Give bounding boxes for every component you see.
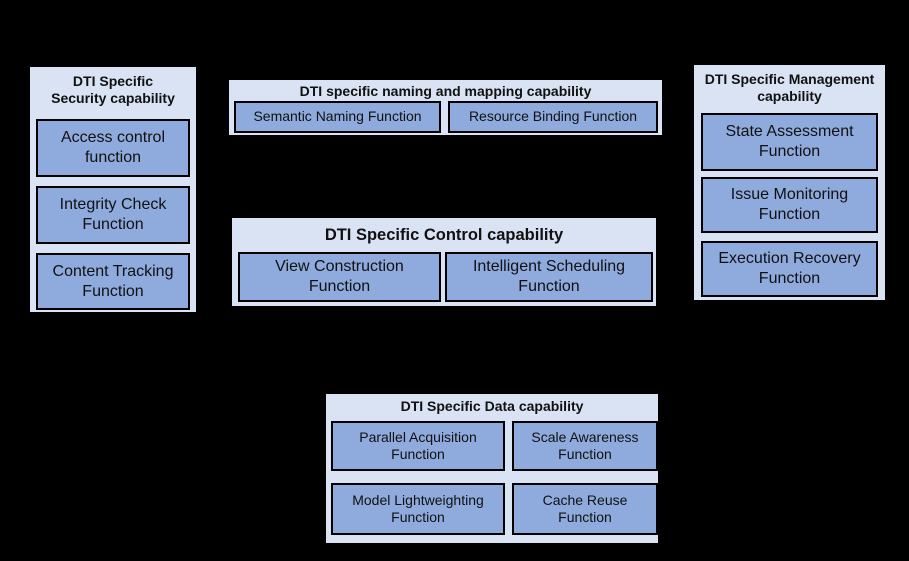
function-box-cache-reuse: Cache Reuse Function bbox=[512, 483, 658, 535]
function-box-content-tracking: Content Tracking Function bbox=[36, 253, 190, 310]
function-box-issue-monitoring: Issue Monitoring Function bbox=[701, 177, 878, 233]
function-box-state-assessment: State Assessment Function bbox=[701, 113, 878, 171]
management-capability-box: DTI Specific Management capability State… bbox=[692, 63, 887, 302]
management-capability-title: DTI Specific Management capability bbox=[704, 71, 875, 105]
function-box-execution-recovery: Execution Recovery Function bbox=[701, 241, 878, 297]
function-box-scale-awareness: Scale Awareness Function bbox=[512, 421, 658, 471]
function-box-model-lightweighting: Model Lightweighting Function bbox=[331, 483, 505, 535]
data-capability-title: DTI Specific Data capability bbox=[400, 398, 584, 414]
function-box-access-control: Access control function bbox=[36, 119, 190, 177]
naming-mapping-capability-box: DTI specific naming and mapping capabili… bbox=[227, 78, 664, 137]
function-box-parallel-acquisition: Parallel Acquisition Function bbox=[331, 421, 505, 471]
function-box-intelligent-scheduling: Intelligent Scheduling Function bbox=[445, 252, 653, 302]
naming-mapping-capability-title: DTI specific naming and mapping capabili… bbox=[299, 83, 592, 99]
control-capability-box: DTI Specific Control capability View Con… bbox=[230, 216, 658, 308]
data-capability-box: DTI Specific Data capability Parallel Ac… bbox=[324, 392, 660, 545]
function-box-view-construction: View Construction Function bbox=[238, 252, 441, 302]
function-box-semantic-naming: Semantic Naming Function bbox=[234, 101, 441, 133]
control-capability-title: DTI Specific Control capability bbox=[324, 226, 564, 244]
function-box-integrity-check: Integrity Check Function bbox=[36, 186, 190, 244]
function-box-resource-binding: Resource Binding Function bbox=[448, 101, 658, 133]
security-capability-title: DTI Specific Security capability bbox=[51, 73, 175, 107]
security-capability-box: DTI Specific Security capability Access … bbox=[28, 65, 198, 314]
